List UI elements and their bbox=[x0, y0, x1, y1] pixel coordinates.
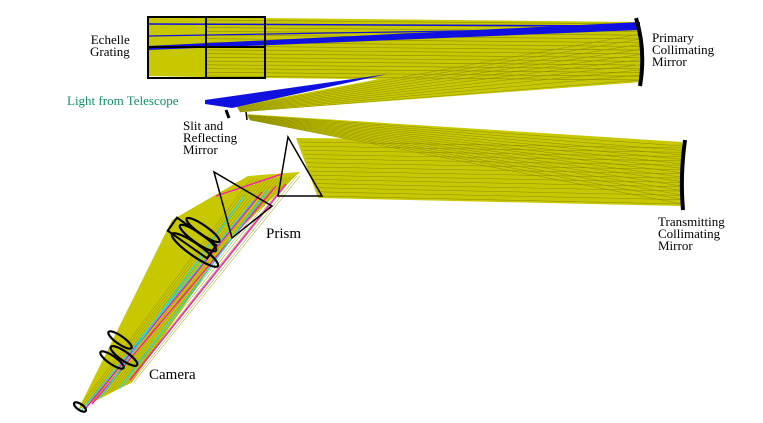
slit-transmit-ray bbox=[249, 118, 683, 191]
camera-color-ray bbox=[99, 195, 245, 399]
transmit-prism-ray bbox=[313, 183, 683, 192]
grating-ray bbox=[204, 53, 641, 58]
primary-slit-ray bbox=[238, 43, 641, 109]
optical-elements bbox=[72, 16, 687, 413]
slit-transmit-ray bbox=[249, 119, 683, 205]
grating-ray bbox=[204, 64, 641, 70]
echelle-grating-label: Echelle Grating bbox=[90, 32, 130, 59]
primary-slit-ray bbox=[238, 49, 641, 109]
primary-slit-ray bbox=[239, 59, 642, 111]
camera-ray bbox=[119, 176, 287, 389]
prism-label: Prism bbox=[266, 226, 302, 242]
slit-transmit-ray bbox=[248, 115, 683, 160]
transmitting-mirror-shape bbox=[679, 139, 687, 211]
camera-ray bbox=[123, 176, 291, 387]
light-from-telescope-label: Light from Telescope bbox=[67, 93, 179, 108]
transmit-prism-ray bbox=[302, 150, 683, 157]
grating-ray bbox=[204, 71, 641, 77]
slit-transmit-ray bbox=[248, 117, 683, 174]
grating-ray bbox=[204, 75, 641, 81]
grating-ray bbox=[204, 45, 641, 51]
camera-lens-shape bbox=[109, 345, 139, 367]
grating-ray bbox=[204, 38, 641, 43]
transmit-prism-ray bbox=[304, 154, 683, 162]
slit-transmit-ray bbox=[248, 115, 683, 151]
grating-ray bbox=[204, 49, 641, 55]
transmit-prism-ray bbox=[305, 158, 683, 166]
transmit-prism-ray bbox=[306, 162, 683, 170]
light-beams bbox=[78, 18, 683, 411]
camera-ray bbox=[112, 177, 281, 392]
slit-transmit-ray bbox=[249, 119, 683, 200]
transmit-prism-ray bbox=[312, 179, 683, 188]
primary-slit-ray bbox=[239, 74, 642, 112]
grating-ray bbox=[204, 19, 641, 25]
camera-lens-shape bbox=[99, 350, 125, 370]
primary-mirror-shape bbox=[634, 17, 645, 87]
primary-to-slit-beam bbox=[236, 30, 642, 112]
primary-collimating-mirror-label: Primary Collimating Mirror bbox=[652, 30, 715, 69]
camera-ray bbox=[83, 179, 254, 405]
camera-color-ray bbox=[85, 191, 263, 409]
grating-ray bbox=[204, 68, 641, 73]
primary-slit-ray bbox=[239, 79, 643, 113]
primary-slit-ray bbox=[239, 64, 642, 111]
blue-grating-ray bbox=[147, 27, 641, 37]
primary-slit-ray bbox=[239, 69, 642, 112]
blue-grating-beam bbox=[148, 22, 640, 50]
slit-transmit-ray bbox=[249, 118, 683, 187]
slit-transmit-ray bbox=[249, 117, 683, 178]
slit-transmit-ray bbox=[247, 114, 683, 147]
transmitting-collimating-mirror-label: Transmitting Collimating Mirror bbox=[658, 214, 725, 253]
prism-shape bbox=[212, 170, 274, 240]
transmit-prism-ray bbox=[316, 191, 683, 200]
camera-color-ray bbox=[119, 189, 269, 389]
reflecting-mirror-shape bbox=[245, 111, 248, 121]
primary-slit-ray bbox=[238, 54, 641, 110]
camera-lens-shape bbox=[107, 330, 133, 350]
camera-ray bbox=[133, 175, 301, 383]
transmit-prism-ray bbox=[309, 170, 683, 179]
transmit-prism-ray bbox=[315, 187, 683, 196]
prism-internal-ray bbox=[215, 173, 283, 197]
transmit-prism-ray bbox=[299, 141, 683, 149]
camera-label: Camera bbox=[149, 367, 196, 383]
primary-slit-ray bbox=[238, 38, 641, 108]
camera-ray bbox=[115, 177, 284, 391]
transmit-prism-ray bbox=[301, 145, 683, 153]
blue-telescope-beam bbox=[205, 74, 388, 108]
camera-color-ray bbox=[129, 183, 287, 381]
slit-transmit-ray bbox=[249, 117, 683, 182]
camera-lens-barrel bbox=[166, 216, 218, 260]
slit-and-reflecting-mirror-label: Slit and Reflecting Mirror bbox=[183, 118, 238, 157]
transmit-prism-ray bbox=[308, 166, 683, 175]
primary-slit-ray bbox=[237, 33, 641, 108]
slit-shape bbox=[224, 109, 231, 119]
grating-ray bbox=[204, 57, 641, 62]
camera-ray bbox=[79, 179, 251, 407]
blue-grating-ray bbox=[147, 23, 641, 27]
slit-transmit-ray bbox=[248, 115, 683, 156]
slit-transmit-ray bbox=[248, 116, 683, 165]
transmit-prism-ray bbox=[317, 195, 683, 205]
camera-lens-shape bbox=[72, 401, 88, 413]
prism-shape bbox=[277, 134, 324, 197]
camera-color-ray bbox=[81, 199, 255, 411]
camera-ray bbox=[130, 176, 297, 384]
transmit-prism-ray bbox=[311, 174, 683, 183]
